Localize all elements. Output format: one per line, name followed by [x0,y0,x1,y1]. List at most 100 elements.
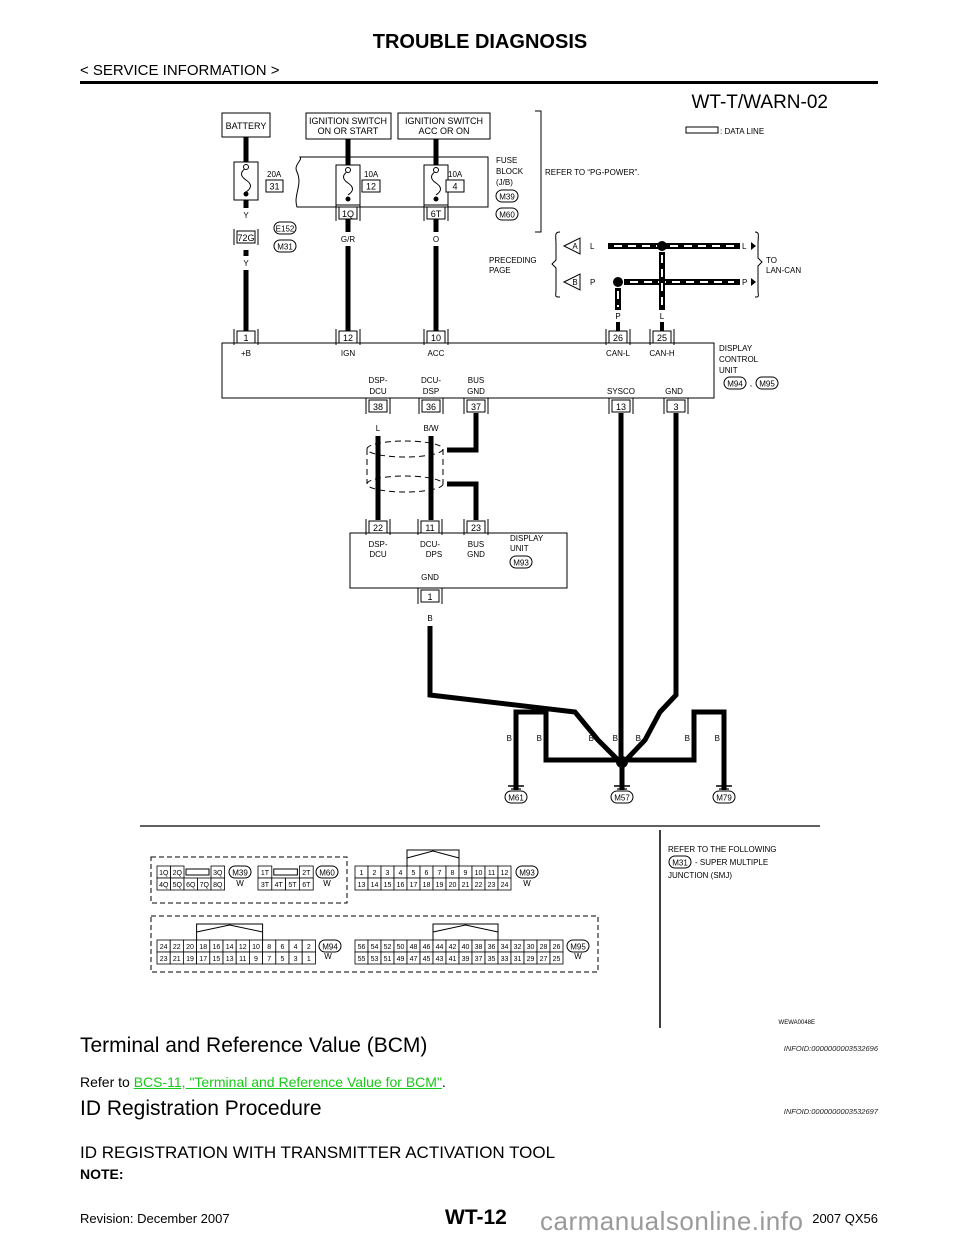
pin-number: 36 [426,402,436,412]
diagram-label: ON OR START [318,126,379,136]
diagram-label: (J/B) [496,178,513,187]
splice-dot [657,241,667,251]
connector-oval [668,855,692,869]
arrow-icon [751,242,756,250]
connector-cell [549,951,564,965]
infoid-id-registration: INFOID:0000000003532697 [783,1107,878,1116]
connector-pin [236,230,256,244]
watermark: carmanualsonline.info [540,1206,804,1236]
diagram-label: LAN-CAN [766,266,801,275]
pin-number: 22 [373,523,383,533]
pin-number: 26 [613,333,623,343]
diagram-label: L [660,312,665,321]
connector-oval [712,790,736,804]
connector-bracket [335,205,361,221]
diagram-label: B/W [423,424,439,433]
diagram-label: B [572,278,577,287]
connector-cell-label: 19 [186,956,194,963]
connector-cell-label: 25 [553,956,561,963]
diagram-label: GND [467,387,485,396]
connector-cell-label: 3Q [213,870,223,877]
connector-cell-label: 7Q [200,882,210,889]
diagram-label: IGNITION SWITCH [405,116,483,126]
diagram-label: 20A [267,170,282,179]
connector-cell-label: 2T [302,870,311,877]
fuse-terminal [433,196,439,202]
connector-cell-label: 9 [464,870,468,877]
diagram-label: BUS [468,540,484,549]
connector-cell-label: 4 [294,944,298,951]
connector-cell [301,951,316,965]
connector-oval [228,865,252,879]
connector-id: M93 [513,559,529,568]
connector-oval [273,239,297,253]
connector-cell-label: 35 [488,956,496,963]
diagram-label: L [742,242,747,251]
id-registration-subheading: ID REGISTRATION WITH TRANSMITTER ACTIVAT… [80,1143,556,1162]
connector-cell-label: 26 [553,944,561,951]
bcs-11-link[interactable]: BCS-11, "Terminal and Reference Value fo… [133,1074,442,1090]
connector-cell-label: 14 [371,882,379,889]
connector-bracket [418,398,444,414]
connector-cell-label: 9 [254,956,258,963]
diagram-label: DISPLAY [719,344,753,353]
diagram-label: DSP- [368,376,387,385]
pin-number: 23 [471,523,481,533]
diagram-code: WT-T/WARN-02 [691,92,828,113]
fuse-terminal [243,191,249,197]
connector-cell-label: 12 [239,944,247,951]
wire-color-label: W [323,879,331,888]
fuse-number-box [445,179,465,193]
diagram-label: B [613,734,618,743]
ignition-switch-acc-box [397,112,491,140]
connector-oval [318,939,342,953]
footer-model: 2007 QX56 [812,1211,878,1226]
pin-number: 13 [616,402,626,412]
connector-bracket [605,329,631,345]
connector-cell-label: 17 [199,956,207,963]
connector-cell-label: 17 [410,882,418,889]
diagram-label: L [376,424,381,433]
connector-cell-label: 32 [514,944,522,951]
connector-cell-label: 6T [302,882,311,889]
diagram-label: - SUPER MULTIPLE [695,858,768,867]
wire-color-label: W [236,879,244,888]
connector-cell-label: 10 [475,870,483,877]
triangle-b-icon [562,273,581,291]
diagram-label: GND [421,573,439,582]
wire [427,626,620,762]
connector-cell-label: 23 [160,956,168,963]
legend-gap [694,129,702,131]
wire [447,481,479,520]
connector-cell-label: 27 [540,956,548,963]
connector-cell-label: 4T [275,882,284,889]
wire-color-label: W [523,879,531,888]
connector-cell-label: 10 [252,944,260,951]
connector-cell-label: 46 [423,944,431,951]
connector-group-outline [150,915,599,973]
connector-cell-label: 20 [186,944,194,951]
diagram-label: GND [665,387,683,396]
diagram-label: L [590,242,595,251]
pin-number: 38 [373,402,383,412]
refer-paragraph: Refer to BCS-11, "Terminal and Reference… [80,1074,446,1090]
connector-cell-label: 44 [436,944,444,951]
connector-cell-label: 5T [288,882,297,889]
fuse-element [343,170,353,196]
diagram-label: B [685,734,690,743]
connector-cell-label: 6 [280,944,284,951]
connector-id: M94 [727,380,743,389]
connector-oval [495,189,519,203]
connector-bracket [365,519,391,535]
fuse-number: 31 [269,182,279,192]
connector-cell-label: 34 [501,944,509,951]
connector-id: M60 [319,869,335,878]
connector-cell-label: 22 [475,882,483,889]
page-title: TROUBLE DIAGNOSIS [372,31,588,53]
connector-pin [466,399,486,413]
connector-cell-label: 40 [462,944,470,951]
connector-id: M57 [614,794,630,803]
connector-cell-label: 7 [267,956,271,963]
